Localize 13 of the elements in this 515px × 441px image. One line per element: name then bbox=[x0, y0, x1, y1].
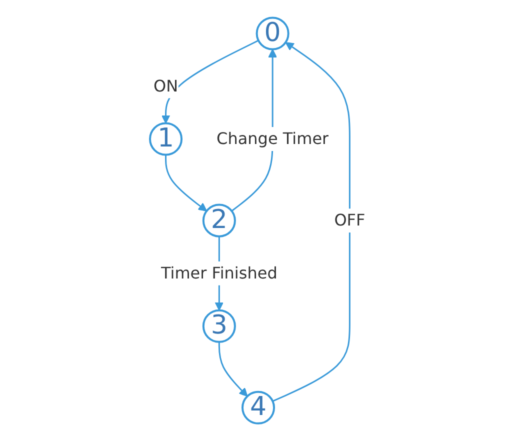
arrow bbox=[218, 342, 248, 397]
node-circle: 1 bbox=[148, 122, 182, 156]
edge-label: OFF bbox=[334, 210, 366, 230]
edge-label: Timer Finished bbox=[160, 263, 278, 282]
node-circle: 4 bbox=[241, 390, 275, 424]
arrow bbox=[164, 154, 207, 212]
edge-label: Change Timer bbox=[216, 128, 329, 148]
arrow bbox=[272, 42, 350, 402]
node-circle: 2 bbox=[202, 204, 236, 238]
node-circle: 0 bbox=[256, 16, 290, 50]
arrow bbox=[161, 40, 259, 124]
edge-label: ON bbox=[153, 76, 178, 96]
node-circle: 3 bbox=[202, 309, 236, 343]
